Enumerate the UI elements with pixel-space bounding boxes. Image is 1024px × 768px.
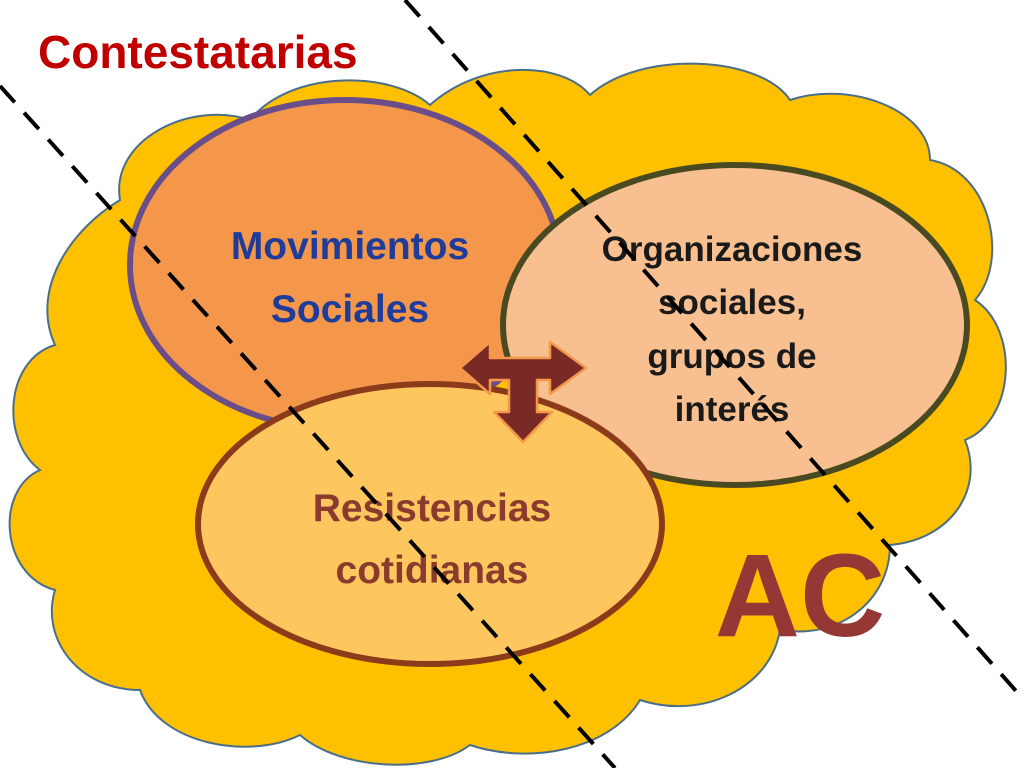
three-way-arrow-icon bbox=[458, 340, 588, 444]
dashed-diagonal-right bbox=[403, 0, 1024, 702]
ac-label: AC bbox=[715, 530, 885, 662]
resistencias-label-line2: cotidianas bbox=[336, 549, 529, 592]
organizaciones-label-line2: sociales, bbox=[658, 283, 806, 322]
movimientos-label-line1: Movimientos bbox=[231, 225, 469, 268]
movimientos-label-line2: Sociales bbox=[271, 288, 429, 331]
dashed-diagonal-left bbox=[0, 84, 617, 768]
organizaciones-label-line1: Organizaciones bbox=[602, 230, 863, 269]
resistencias-ellipse bbox=[195, 381, 665, 667]
organizaciones-label-line4: interés bbox=[675, 390, 790, 429]
resistencias-label-line1: Resistencias bbox=[313, 487, 551, 530]
organizaciones-label-line3: grupos de bbox=[647, 337, 816, 376]
page-title: Contestatarias bbox=[38, 26, 358, 78]
